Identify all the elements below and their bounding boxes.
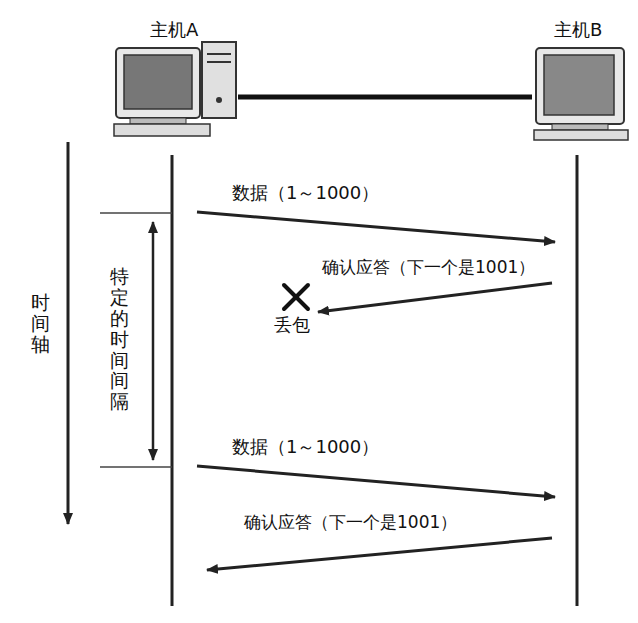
host-label: 主机A: [150, 18, 198, 42]
network-cable: [238, 95, 532, 100]
computer-icon: [534, 48, 628, 140]
message-label: 确认应答（下一个是1001）: [242, 512, 459, 532]
host-label: 主机B: [554, 18, 602, 42]
loss-cross: [284, 285, 308, 309]
message-label: 数据（1～1000）: [230, 182, 381, 204]
message-label: 确认应答（下一个是1001）: [320, 257, 537, 277]
host-computer: 主机B: [532, 12, 630, 142]
axis-label: 时间轴: [31, 292, 50, 355]
computer-icon: [114, 42, 236, 136]
host-computer: 主机A: [110, 12, 238, 142]
message-label: 数据（1～1000）: [230, 436, 381, 458]
loss-label: 丢包: [272, 314, 312, 336]
interval-label: 特定的时间间隔: [110, 266, 129, 412]
